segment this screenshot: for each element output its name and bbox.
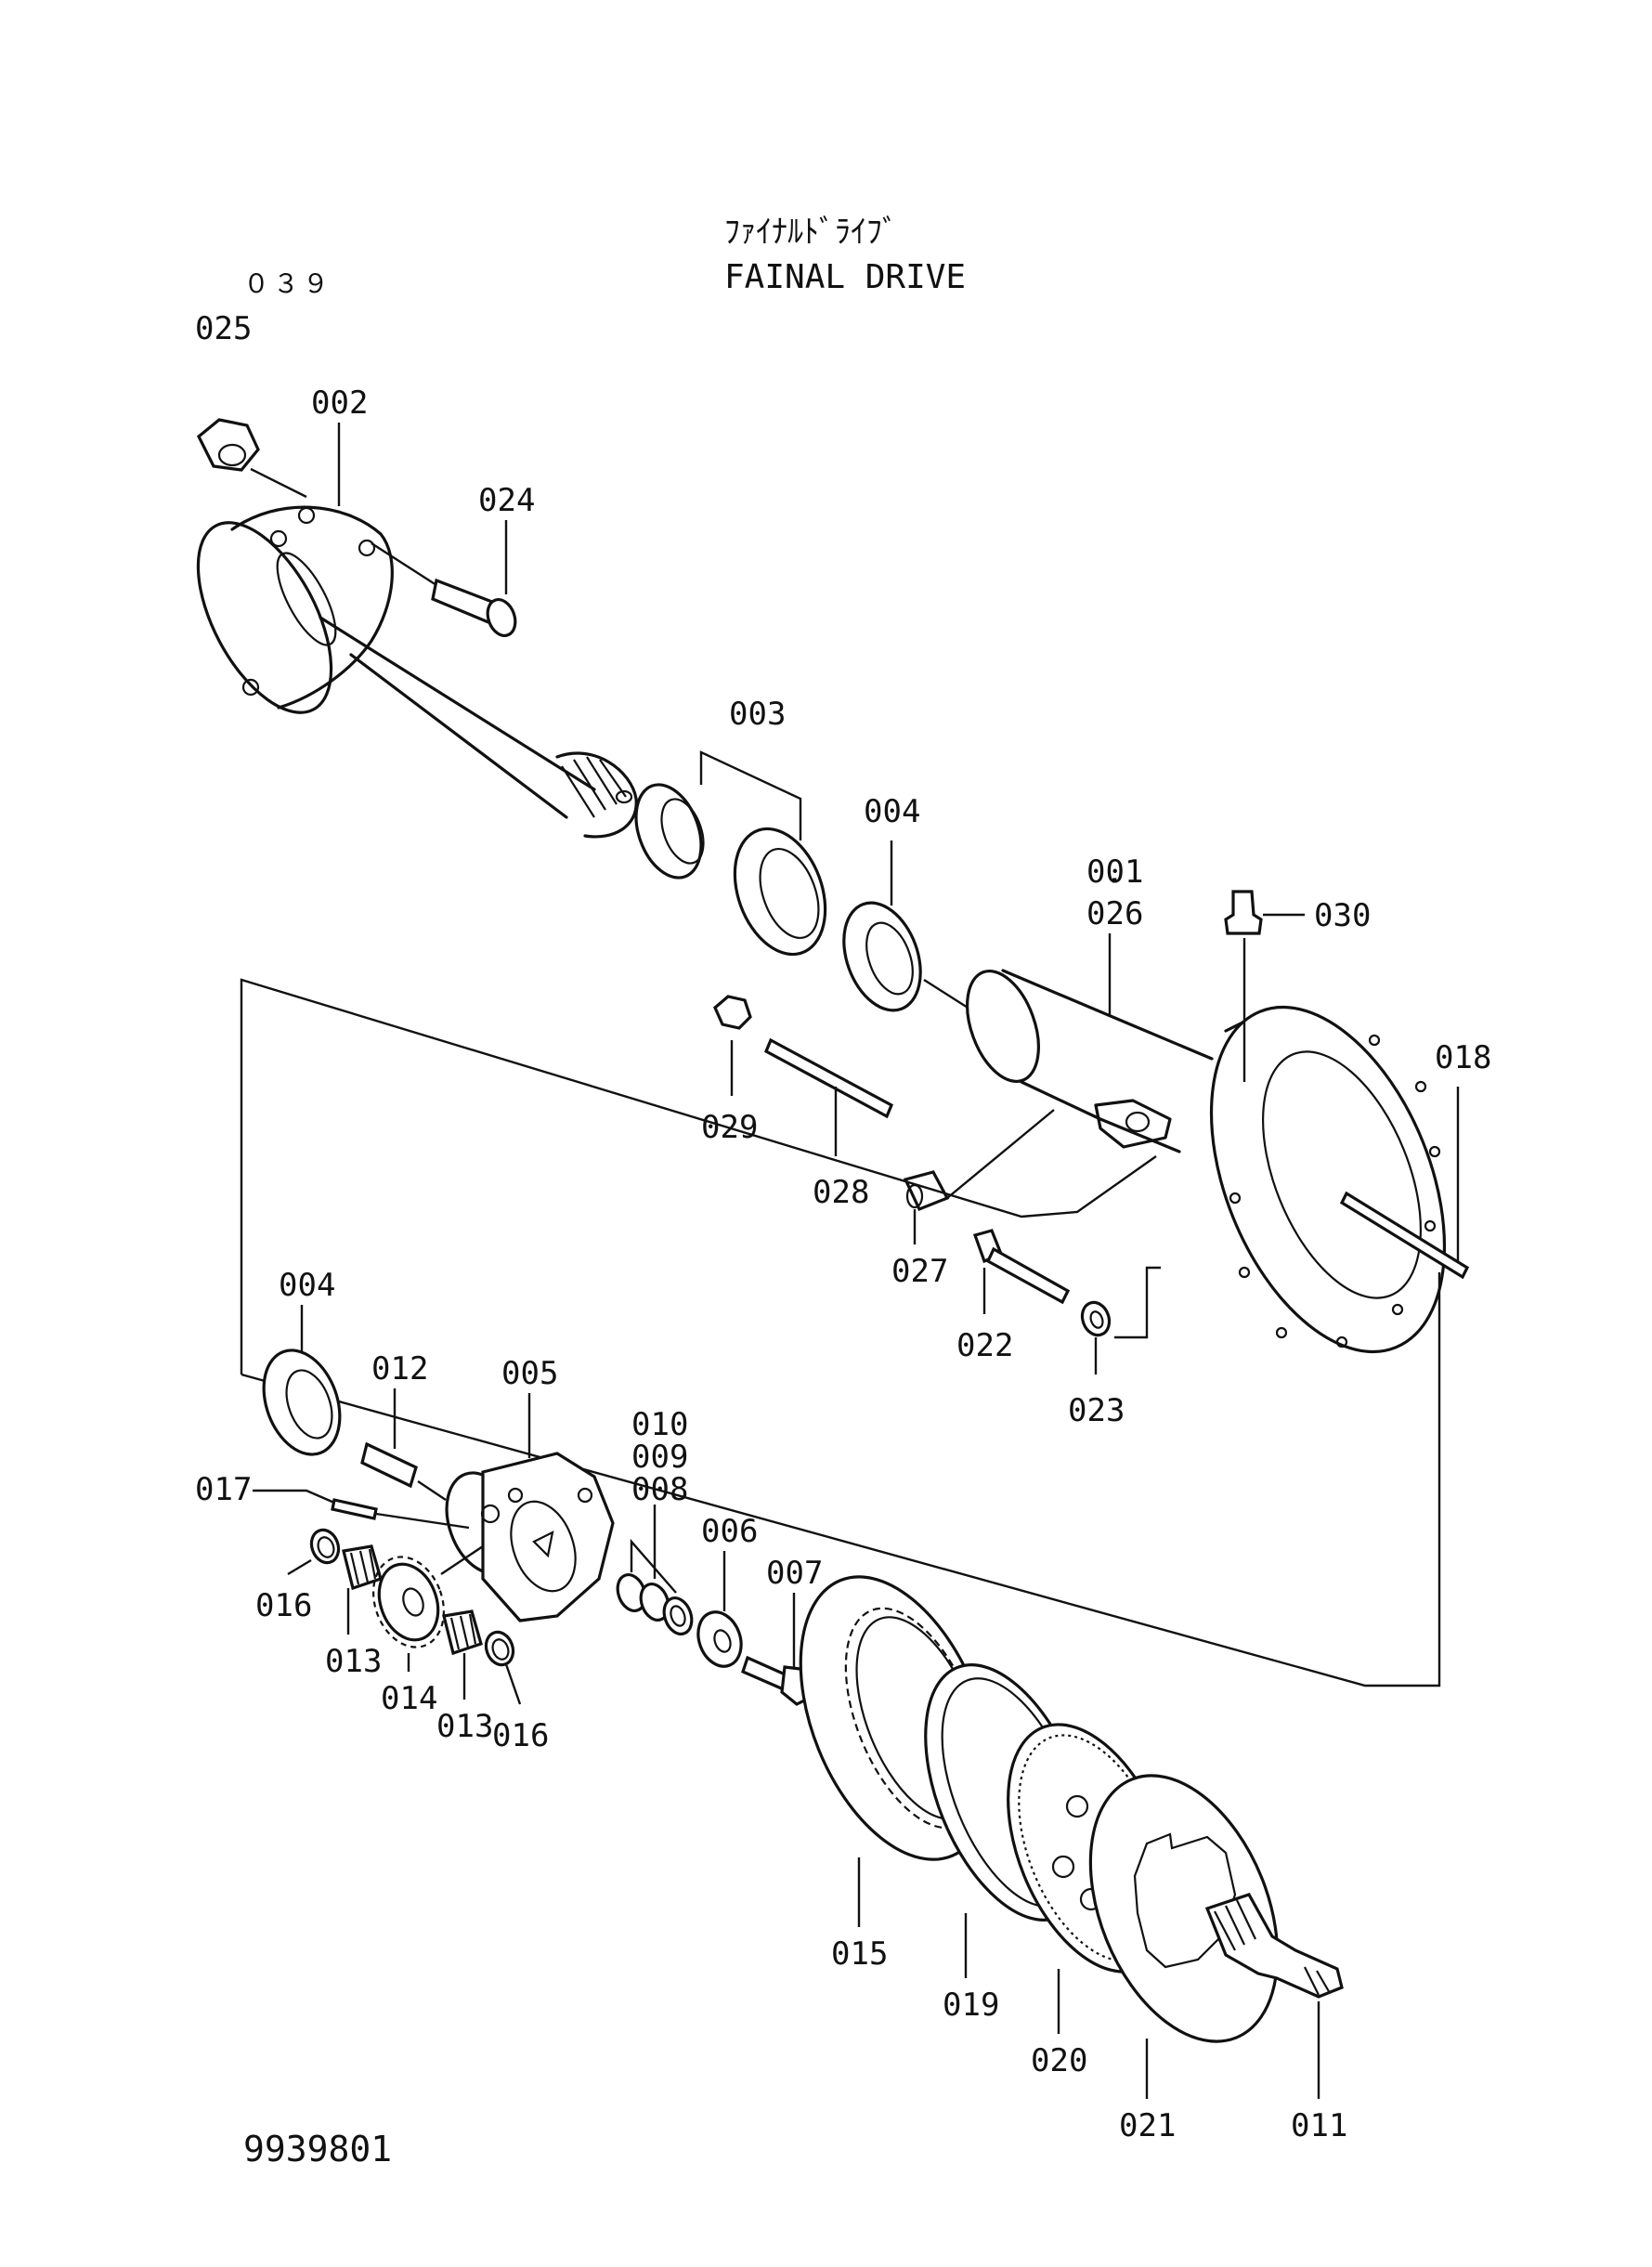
part-013-needle-bearing-left — [342, 1544, 383, 1635]
part-013-needle-bearing-right — [442, 1609, 483, 1700]
part-017-spring-pin — [253, 1489, 470, 1530]
label-030: 030 — [1314, 897, 1371, 934]
label-011: 011 — [1291, 2107, 1347, 2144]
part-008-010-shims — [616, 1505, 694, 1635]
label-001-dot: · — [1105, 863, 1124, 900]
part-018-pin — [1339, 1087, 1470, 1280]
part-006-washer — [696, 1551, 743, 1668]
part-023-washer — [1080, 1266, 1161, 1375]
label-006: 006 — [701, 1513, 758, 1550]
label-024: 024 — [478, 482, 535, 519]
label-025: 025 — [195, 310, 252, 347]
part-014-planet-gear — [371, 1556, 446, 1672]
label-018: 018 — [1435, 1039, 1491, 1076]
label-012: 012 — [371, 1350, 428, 1388]
page-code: ０３９ — [243, 268, 333, 299]
part-027-plug — [903, 1109, 1055, 1244]
title-english: FAINAL DRIVE — [724, 258, 967, 296]
label-010: 010 — [631, 1406, 688, 1443]
label-015: 015 — [831, 1935, 888, 1973]
label-004-lower: 004 — [279, 1267, 335, 1304]
label-004-upper: 004 — [864, 793, 920, 830]
part-030-breather — [1224, 890, 1305, 1082]
label-002: 002 — [311, 384, 368, 422]
drawing-number: 9939801 — [243, 2129, 393, 2169]
label-027: 027 — [891, 1253, 948, 1290]
label-014: 014 — [381, 1680, 437, 1717]
part-004-bearing-lower — [262, 1305, 342, 1456]
label-026: 026 — [1086, 895, 1143, 932]
title-japanese: ﾌｧｲﾅﾙﾄﾞﾗｲﾌﾞ — [724, 214, 898, 251]
label-013-right: 013 — [436, 1708, 493, 1745]
label-028: 028 — [813, 1174, 869, 1211]
label-005: 005 — [501, 1355, 558, 1392]
label-007: 007 — [766, 1555, 823, 1592]
part-012-pin — [360, 1388, 447, 1501]
label-003: 003 — [729, 696, 786, 733]
part-003-taper-bearing — [634, 750, 827, 957]
label-009: 009 — [631, 1439, 688, 1476]
part-004-bearing-upper — [842, 840, 922, 1012]
part-022-bolt — [972, 1229, 1071, 1314]
part-001-axle-housing — [923, 933, 1447, 1354]
label-023: 023 — [1068, 1392, 1125, 1429]
label-016-right: 016 — [492, 1717, 549, 1754]
part-025-nut — [196, 418, 307, 499]
part-028-stud — [763, 1037, 894, 1156]
part-011-sun-gear-shaft — [1204, 1893, 1344, 2099]
assembly-boundary-lines — [240, 978, 1441, 1687]
part-024-bolt — [371, 520, 517, 637]
callout-labels: 025 002 024 003 004 001 · 026 030 018 02… — [195, 310, 1491, 2144]
label-029: 029 — [701, 1109, 758, 1146]
label-017: 017 — [195, 1471, 252, 1508]
part-016-thrust-washer-right — [484, 1630, 522, 1705]
label-022: 022 — [956, 1327, 1013, 1364]
part-016-thrust-washer-left — [287, 1528, 341, 1576]
label-020: 020 — [1031, 2042, 1087, 2079]
label-021: 021 — [1119, 2107, 1176, 2144]
label-019: 019 — [943, 1987, 999, 2024]
part-005-planet-carrier — [440, 1393, 615, 1622]
label-013-left: 013 — [325, 1643, 382, 1680]
part-029-nut — [713, 995, 752, 1096]
part-002-flange-shaft — [196, 423, 638, 839]
label-016-left: 016 — [255, 1587, 312, 1624]
label-001: 001 — [1086, 853, 1143, 891]
label-008: 008 — [631, 1471, 688, 1508]
